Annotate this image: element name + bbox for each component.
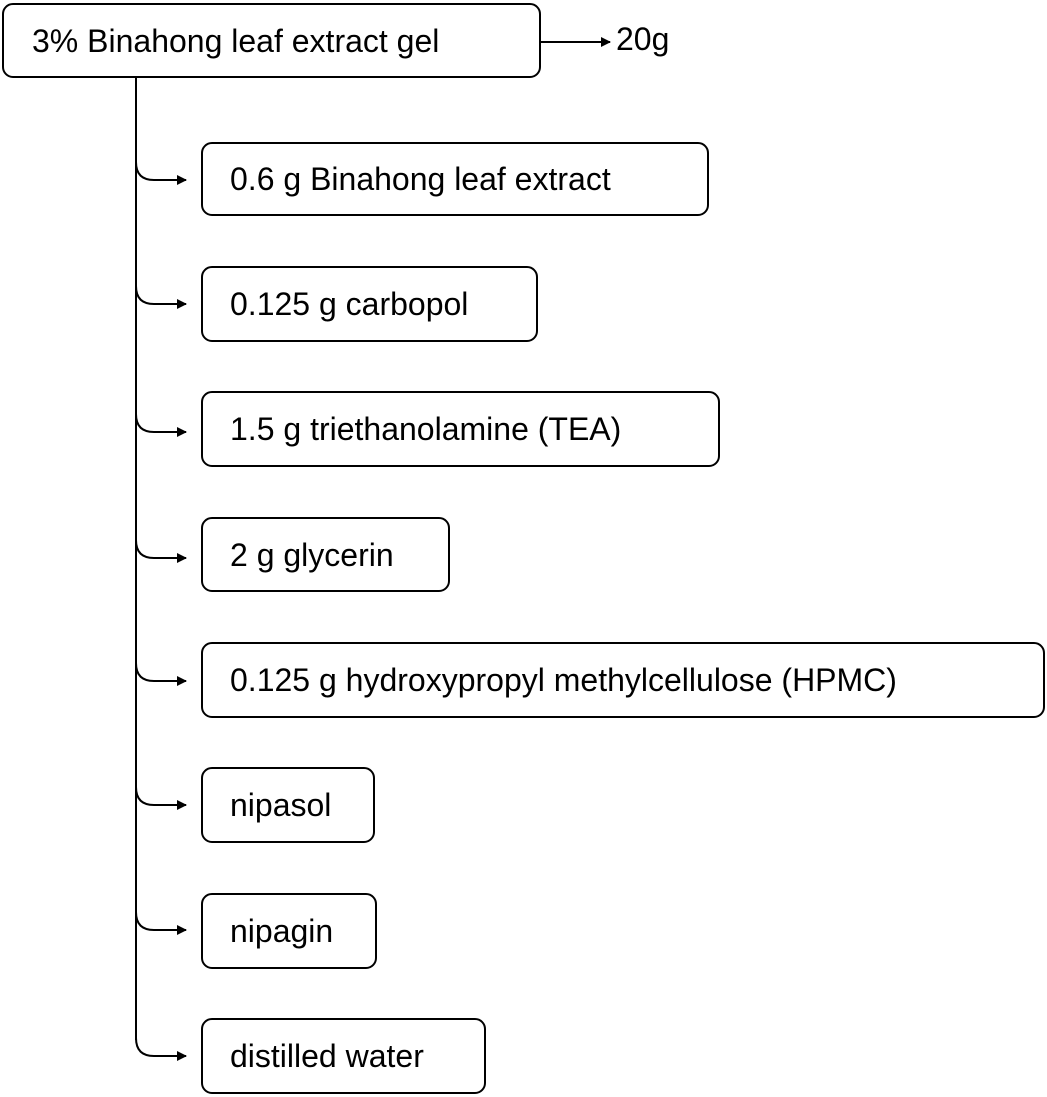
ingredient-node-8: distilled water	[201, 1018, 486, 1094]
root-label: 3% Binahong leaf extract gel	[32, 22, 440, 59]
branch-arrow-8	[135, 1037, 187, 1061]
ingredient-node-4: 2 g glycerin	[201, 517, 450, 592]
ingredient-node-1: 0.6 g Binahong leaf extract	[201, 142, 709, 216]
root-node: 3% Binahong leaf extract gel	[2, 3, 541, 78]
ingredient-label: 2 g glycerin	[230, 536, 394, 573]
branch-arrow-7	[135, 911, 187, 935]
branch-arrow-4	[135, 539, 187, 563]
ingredient-node-5: 0.125 g hydroxypropyl methylcellulose (H…	[201, 642, 1045, 718]
ingredient-label: 1.5 g triethanolamine (TEA)	[230, 411, 622, 447]
branch-arrow-1	[135, 161, 187, 185]
branch-arrow-6	[135, 786, 187, 810]
ingredient-label: nipagin	[230, 913, 334, 949]
ingredient-node-6: nipasol	[201, 767, 375, 843]
ingredient-node-2: 0.125 g carbopol	[201, 266, 538, 342]
ingredient-label: nipasol	[230, 787, 332, 823]
ingredient-node-7: nipagin	[201, 893, 377, 969]
ingredient-label: 0.125 g carbopol	[230, 286, 469, 322]
ingredient-label: 0.6 g Binahong leaf extract	[230, 161, 611, 197]
branch-arrow-5	[135, 662, 187, 686]
ingredient-label: distilled water	[230, 1038, 424, 1074]
result-label: 20g	[616, 21, 670, 57]
ingredient-label: 0.125 g hydroxypropyl methylcellulose (H…	[230, 662, 897, 698]
branch-arrow-2	[135, 285, 187, 309]
branch-arrow-3	[135, 413, 187, 437]
ingredient-node-3: 1.5 g triethanolamine (TEA)	[201, 391, 720, 467]
